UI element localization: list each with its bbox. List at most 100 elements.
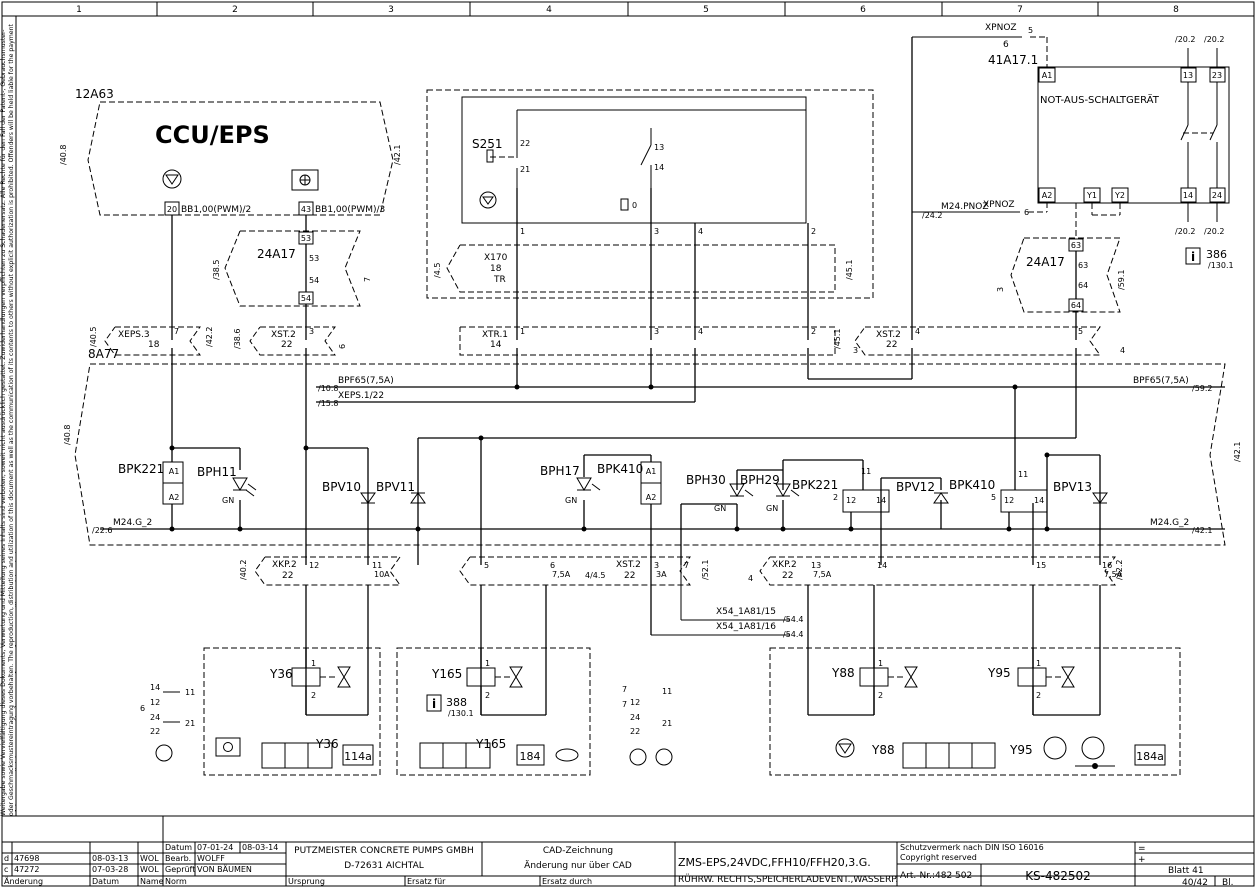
a24-left-right-ref: 7 xyxy=(363,277,372,282)
x54-16-ref: /54.4 xyxy=(783,630,804,639)
xtr1-pin-4: 4 xyxy=(698,327,703,336)
bph17-color: GN xyxy=(565,496,577,505)
xkp2-b-pin-15: 15 xyxy=(1036,561,1046,570)
bpk221-a-name: BPK221 xyxy=(118,462,164,476)
xst2-c-right: /52.1 xyxy=(701,559,710,580)
ks-number: KS-482502 xyxy=(1025,869,1091,883)
ccu-ref: 12A63 xyxy=(75,87,114,101)
xst2-a-num: 22 xyxy=(281,340,292,350)
relay-info-icon xyxy=(1185,247,1201,265)
y165-tag: 184 xyxy=(520,750,541,763)
y36-p1: 1 xyxy=(311,659,316,668)
datum-2: 08-03-14 xyxy=(242,843,278,852)
a24-right-pin-64: 64 xyxy=(1071,301,1081,310)
relay-m24: M24.PNOZ xyxy=(941,202,989,212)
y88-sym: Y88 xyxy=(871,743,895,757)
ccu-pin-20: 20 xyxy=(167,205,177,214)
relay-p24: 24 xyxy=(1212,191,1222,200)
a24-right-ref: 24A17 xyxy=(1026,255,1065,269)
xtr1-pin-1: 1 xyxy=(520,327,525,336)
ursprung: Ursprung xyxy=(288,877,325,886)
bus-bpf65-left-ref: /10.8 xyxy=(318,384,339,393)
ccu-pin-43-label: BB1,00(PWM)/3 xyxy=(315,205,385,215)
s251-button-label: 0 xyxy=(632,201,637,210)
y36-tag: 114a xyxy=(344,750,372,763)
water-pump-icon-b xyxy=(1081,736,1105,760)
rev-d-name: WOL xyxy=(140,854,159,863)
bpk410-b-name: BPK410 xyxy=(949,478,995,492)
relay-bot-l: /20.2 xyxy=(1175,227,1196,236)
x170-pin-3: 3 xyxy=(654,227,659,236)
connector-row-2: XKP.2 22 12 11 10A /40.2 5 6 7,5A 4/4.5 … xyxy=(239,556,1124,586)
legend-a-22: 22 xyxy=(150,727,160,736)
s251-switch-block: S251 22 21 13 14 0 X170 18 TR /4.5 /45.1… xyxy=(426,89,874,299)
rev-c-name: WOL xyxy=(140,865,159,874)
xst2-b-right: 4 xyxy=(1120,346,1125,355)
ccu-left-ref: /40.8 xyxy=(59,144,68,165)
relay-ref: 41A17.1 xyxy=(988,53,1038,67)
legend-b-7: 7 xyxy=(622,685,627,694)
y88-coil: Y88 xyxy=(831,666,855,680)
xst2-c-pin-7: 7 xyxy=(684,561,689,570)
a24-left-wire-53: 53 xyxy=(309,254,319,263)
datum-label: Datum xyxy=(165,843,192,852)
relay-a2: A2 xyxy=(1042,191,1053,200)
ccu-eps-module: 12A63 CCU/EPS /40.8 /42.1 20 BB1,00(PWM)… xyxy=(59,87,402,216)
y95-p1: 1 xyxy=(1036,659,1041,668)
xeps3-right: /42.2 xyxy=(205,326,214,347)
bpk221-b-name: BPK221 xyxy=(792,478,838,492)
module-24a17-right: 24A17 63 63 64 64 3 /59.1 xyxy=(996,237,1126,313)
module-8a77: 8A77 /40.8 /42.1 BPF65(7,5A) /10.8 BPF65… xyxy=(63,347,1242,546)
y165-coil: Y165 xyxy=(431,667,462,681)
xst2-c-pin-3: 3 xyxy=(654,561,659,570)
column-8: 8 xyxy=(1173,5,1179,15)
bl-label: Bl. xyxy=(1222,878,1234,888)
relay-bot-r: /20.2 xyxy=(1204,227,1225,236)
column-2: 2 xyxy=(232,5,238,15)
legend-b-7b: 7 xyxy=(622,700,627,709)
xst2-a-left: /38.6 xyxy=(233,328,242,349)
cad-line-1: CAD-Zeichnung xyxy=(543,846,613,856)
bpv12-name: BPV12 xyxy=(896,480,935,494)
xkp2-b-left: 4 xyxy=(748,574,753,583)
legend-a-6: 6 xyxy=(140,704,145,713)
h-datum: Datum xyxy=(92,877,119,886)
ersatz-fuer: Ersatz für xyxy=(407,877,446,886)
xeps3-pin: 7 xyxy=(174,327,179,336)
cad-line-2: Änderung nur über CAD xyxy=(524,860,632,871)
sheet-count: 40/42 xyxy=(1182,878,1208,888)
relay-title: NOT-AUS-SCHALTGERÄT xyxy=(1040,93,1160,106)
relay-m24-ref: /24.2 xyxy=(922,211,943,220)
s251-contact-14: 14 xyxy=(654,163,664,172)
pin-legend-a: 14 11 6 12 24 21 22 xyxy=(140,683,195,762)
datum-1: 07-01-24 xyxy=(197,843,233,852)
a24-right-wire-63: 63 xyxy=(1078,261,1088,270)
bpk221-b-p14: 14 xyxy=(876,496,886,505)
xst2-b-pin-5: 5 xyxy=(1078,327,1083,336)
bpk221-b-p11: 11 xyxy=(861,467,871,476)
y165-info-icon xyxy=(426,694,442,712)
bpk410-b-p5: 5 xyxy=(991,493,996,502)
legend-a-12: 12 xyxy=(150,698,160,707)
a24-left-wire-54: 54 xyxy=(309,276,319,285)
xst2-c-pin-6: 6 xyxy=(550,561,555,570)
y95-p2: 2 xyxy=(1036,691,1041,700)
module-24a17-left: 24A17 53 53 54 54 /38.5 7 xyxy=(212,230,372,307)
s251-contact-21: 21 xyxy=(520,165,530,174)
bph11-color: GN xyxy=(222,496,234,505)
ccu-pin-43: 43 xyxy=(301,205,311,214)
xkp2-a-pin-11: 11 xyxy=(372,561,382,570)
relay-conn-pin: 5 xyxy=(1028,26,1033,35)
bearb-name: WOLFF xyxy=(197,854,225,863)
desc-line-1: ZMS-EPS,24VDC,FFH10/FFH20,3.G. xyxy=(678,856,871,869)
xkp2-b-pin-13: 13 xyxy=(811,561,821,570)
company-city: D-72631 AICHTAL xyxy=(344,861,424,871)
y95-coil: Y95 xyxy=(987,666,1011,680)
xst2-c-num: 22 xyxy=(624,571,635,581)
xst2-c-left-mid: 4/4.5 xyxy=(585,571,606,580)
wiring xyxy=(100,36,1225,636)
xst2-a-right: 6 xyxy=(338,344,347,349)
bpk410-b-p11: 11 xyxy=(1018,470,1028,479)
rev-c-no: 47272 xyxy=(14,865,39,874)
